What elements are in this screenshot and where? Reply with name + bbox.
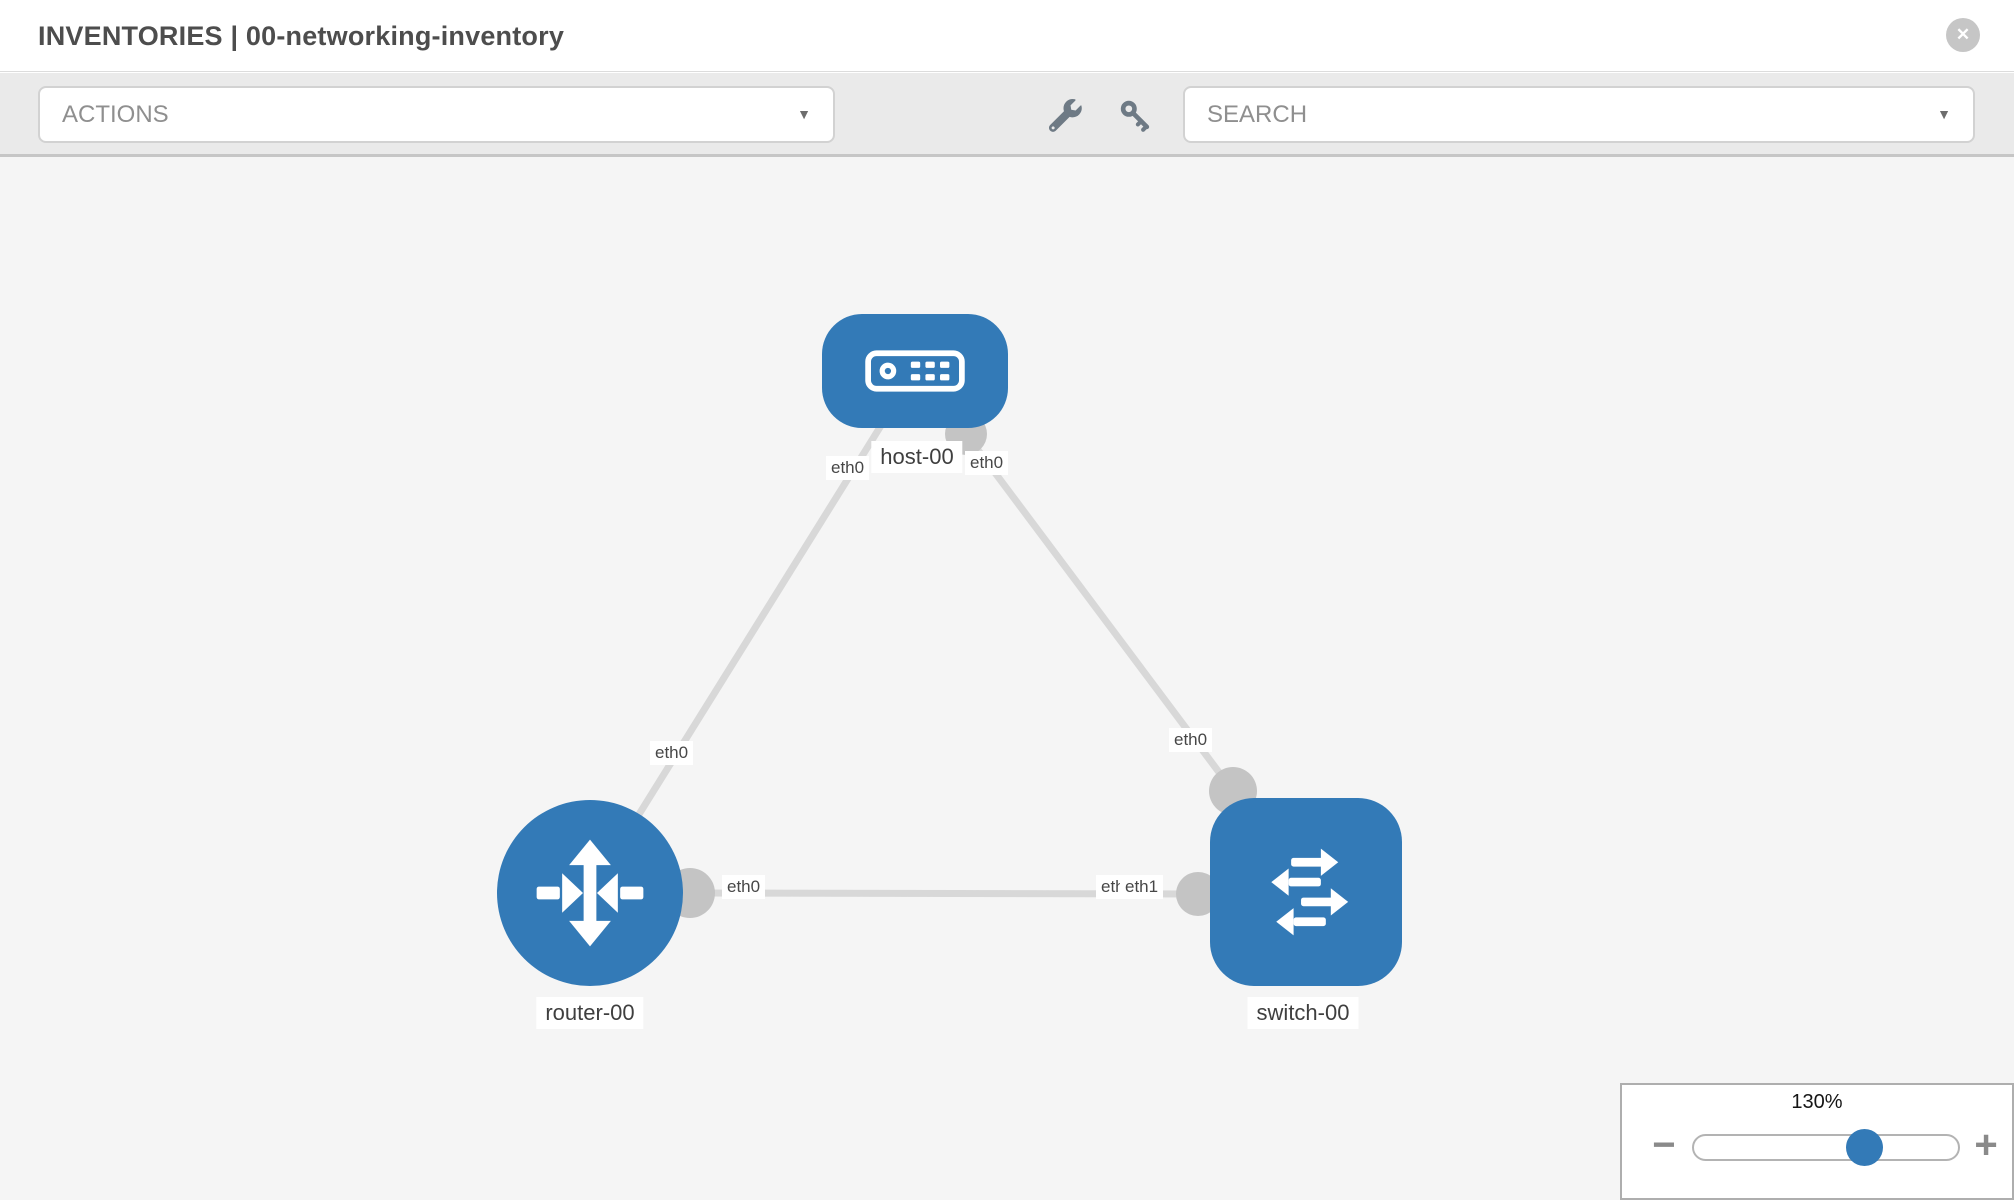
zoom-panel: 130% − + [1620,1083,2014,1200]
interface-label-router-to-switch: eth0 [722,875,766,899]
node-label-router: router-00 [536,997,644,1029]
interface-label-switch-to-router-eth1: eth1 [1120,875,1164,899]
node-label-host: host-00 [871,441,963,473]
close-button[interactable]: ✕ [1946,18,1980,52]
zoom-slider-thumb[interactable] [1846,1129,1883,1166]
search-dropdown[interactable]: SEARCH ▼ [1183,86,1975,143]
network-links-layer [587,369,1257,918]
zoom-level-value: 130% [1791,1091,1843,1113]
actions-dropdown[interactable]: ACTIONS ▼ [38,86,835,143]
interface-label-host-to-router: eth0 [826,456,870,480]
interface-label-router-to-host: eth0 [650,741,694,765]
key-icon[interactable] [1119,99,1152,132]
node-switch-00[interactable] [1210,798,1402,986]
node-router-00[interactable] [497,800,683,986]
search-placeholder: SEARCH [1207,101,1308,128]
topology-canvas[interactable]: host-00 router-00 switch-00 eth0 eth0 et… [0,157,2014,1200]
zoom-in-button[interactable]: + [1974,1123,1998,1167]
page-title: INVENTORIES | 00-networking-inventory [38,21,565,51]
chevron-down-icon: ▼ [797,106,811,122]
wrench-icon[interactable] [1048,99,1082,132]
router-icon [536,839,644,947]
close-icon: ✕ [1955,25,1971,44]
connector-dot-switch-left [1176,872,1220,916]
switch-icon [1271,848,1349,936]
actions-dropdown-label: ACTIONS [62,101,169,128]
chevron-down-icon: ▼ [1937,106,1951,122]
node-host-00[interactable] [822,314,1008,428]
interface-label-host-to-switch: eth0 [965,451,1009,475]
host-icon [865,350,965,392]
zoom-out-button[interactable]: − [1652,1123,1676,1167]
node-label-switch: switch-00 [1247,997,1359,1029]
zoom-slider-track[interactable] [1692,1134,1960,1161]
interface-label-switch-to-host: eth0 [1169,728,1213,752]
header-bar: INVENTORIES | 00-networking-inventory ✕ [0,0,2014,72]
toolbar: ACTIONS ▼ SEARCH ▼ [0,73,2014,157]
